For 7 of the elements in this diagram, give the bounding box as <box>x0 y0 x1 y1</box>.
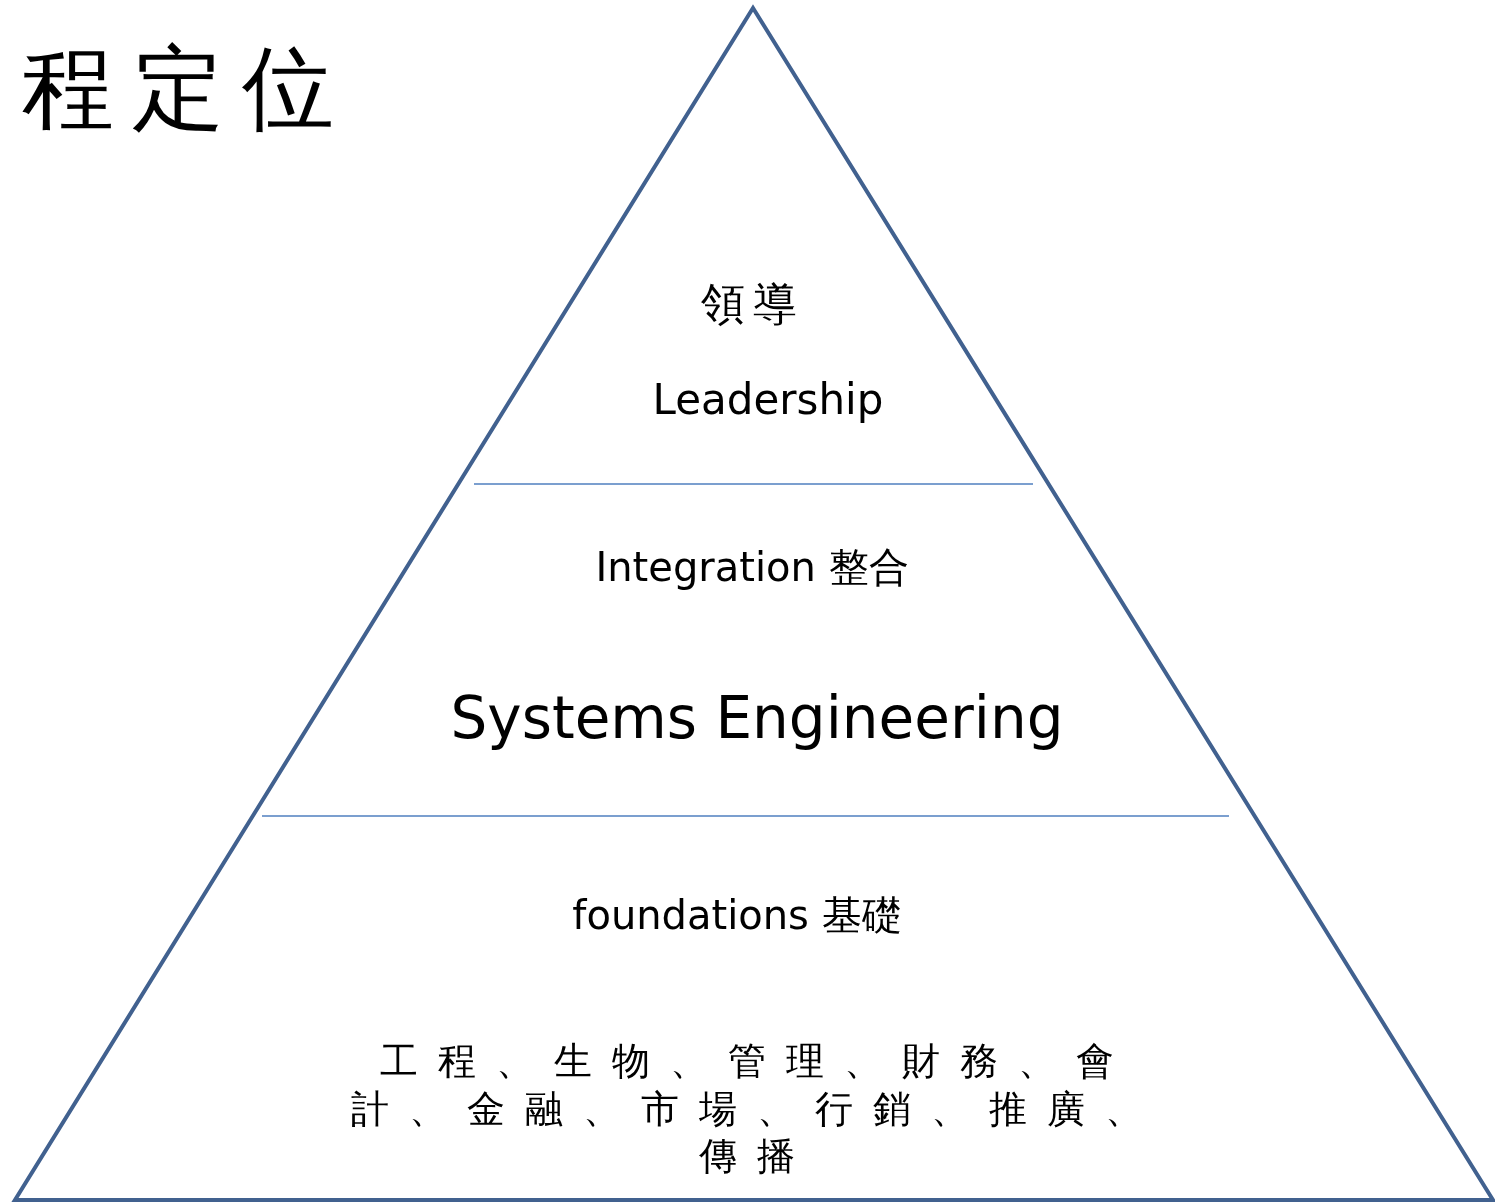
tier-text: Leadership <box>652 374 884 426</box>
tier-heading: 領導 <box>701 277 805 331</box>
tier-heading: foundations 基礎 <box>572 891 902 940</box>
tier-heading: Integration 整合 <box>595 543 909 592</box>
tier-text: 工程、生物、管理、財務、會計、金融、市場、行銷、推廣、傳播 <box>350 1038 1164 1180</box>
page-title: 程定位 <box>22 38 352 140</box>
tier-text: Systems Engineering <box>450 683 1064 754</box>
